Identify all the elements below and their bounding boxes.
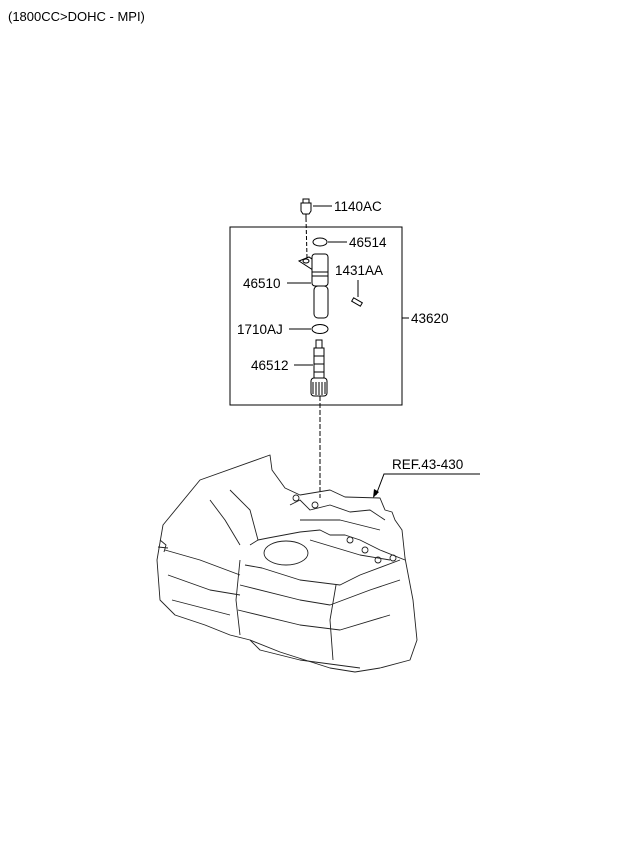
part-label-1431AA[interactable]: 1431AA: [335, 263, 383, 278]
diagram-title: (1800CC>DOHC - MPI): [8, 9, 145, 24]
transmission-housing-sketch: [156, 454, 418, 673]
reference-label[interactable]: REF.43-430: [392, 457, 463, 472]
gear-shaft-46512: [310, 339, 328, 397]
part-label-1140AC[interactable]: 1140AC: [334, 199, 382, 214]
part-label-43620[interactable]: 43620: [411, 311, 449, 326]
part-label-46514[interactable]: 46514: [349, 235, 387, 250]
part-label-1710AJ[interactable]: 1710AJ: [237, 322, 283, 337]
reference-arrow-icon: [373, 489, 379, 498]
pin-1431AA: [350, 297, 364, 307]
bolt-1140AC: [300, 198, 312, 218]
assembly-box: [229, 226, 403, 406]
part-label-46510[interactable]: 46510: [243, 276, 281, 291]
part-label-46512[interactable]: 46512: [251, 358, 289, 373]
sleeve-46510: [297, 253, 329, 319]
seal-46514: [312, 237, 328, 247]
o-ring-1710AJ: [311, 324, 329, 334]
